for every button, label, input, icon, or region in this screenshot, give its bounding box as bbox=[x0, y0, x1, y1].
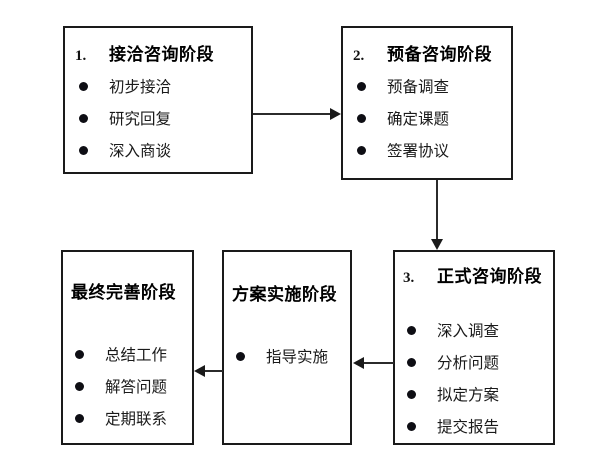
stage-box-5[interactable]: 最终完善阶段 总结工作 解答问题 定期联系 bbox=[61, 250, 194, 445]
stage-2-title: 预备咨询阶段 bbox=[387, 45, 492, 65]
spacer bbox=[353, 65, 511, 75]
stage-5-title-row: 最终完善阶段 bbox=[71, 278, 192, 303]
stage-3-item-0-label: 深入调查 bbox=[437, 322, 500, 340]
bullet-icon bbox=[403, 390, 437, 399]
stage-2-item-2-label: 签署协议 bbox=[387, 142, 450, 160]
stage-1-number: 1. bbox=[75, 48, 87, 64]
spacer bbox=[71, 365, 192, 375]
spacer bbox=[403, 405, 553, 415]
bullet-icon bbox=[75, 82, 109, 91]
bullet-icon bbox=[353, 114, 387, 123]
stage-5-item-1: 解答问题 bbox=[71, 375, 192, 397]
stage-2-number: 2. bbox=[353, 48, 365, 64]
stage-2-item-1: 确定课题 bbox=[353, 107, 511, 129]
stage-5-item-2-label: 定期联系 bbox=[105, 410, 168, 428]
stage-2-item-2: 签署协议 bbox=[353, 139, 511, 161]
stage-1-item-2-label: 深入商谈 bbox=[109, 142, 172, 160]
stage-box-4[interactable]: 方案实施阶段 指导实施 bbox=[222, 250, 352, 445]
bullet-icon bbox=[403, 326, 437, 335]
bullet-icon bbox=[71, 414, 105, 423]
spacer bbox=[71, 397, 192, 407]
spacer bbox=[232, 305, 350, 345]
spacer bbox=[71, 303, 192, 343]
connector-line-stage3-to-stage4 bbox=[364, 362, 394, 364]
bullet-icon bbox=[71, 382, 105, 391]
stage-2-title-row: 2. 预备咨询阶段 bbox=[353, 40, 511, 65]
stage-3-item-2: 拟定方案 bbox=[403, 383, 553, 405]
stage-3-item-2-label: 拟定方案 bbox=[437, 386, 500, 404]
spacer bbox=[403, 341, 553, 351]
stage-1-item-1: 研究回复 bbox=[75, 107, 251, 129]
stage-1-title: 接洽咨询阶段 bbox=[109, 45, 214, 65]
bullet-icon bbox=[353, 82, 387, 91]
stage-4-title-row: 方案实施阶段 bbox=[232, 280, 350, 305]
stage-3-title: 正式咨询阶段 bbox=[437, 267, 542, 287]
spacer bbox=[353, 129, 511, 139]
stage-1-item-0-label: 初步接洽 bbox=[109, 78, 172, 96]
stage-1-item-0: 初步接洽 bbox=[75, 75, 251, 97]
spacer bbox=[75, 129, 251, 139]
stage-3-item-3-label: 提交报告 bbox=[437, 418, 500, 436]
stage-2-item-0: 预备调查 bbox=[353, 75, 511, 97]
stage-3-item-0: 深入调查 bbox=[403, 319, 553, 341]
connector-line-stage1-to-stage2 bbox=[253, 113, 331, 115]
stage-4-title: 方案实施阶段 bbox=[232, 285, 337, 305]
stage-box-3[interactable]: 3. 正式咨询阶段 深入调查 分析问题 拟定方案 提交报告 bbox=[393, 250, 555, 445]
arrow-left-icon bbox=[353, 357, 364, 369]
stage-3-item-1: 分析问题 bbox=[403, 351, 553, 373]
spacer bbox=[403, 373, 553, 383]
connector-line-stage4-to-stage5 bbox=[205, 370, 223, 372]
spacer bbox=[75, 97, 251, 107]
stage-2-item-1-label: 确定课题 bbox=[387, 110, 450, 128]
stage-1-item-1-label: 研究回复 bbox=[109, 110, 172, 128]
bullet-icon bbox=[403, 358, 437, 367]
bullet-icon bbox=[353, 146, 387, 155]
bullet-icon bbox=[75, 146, 109, 155]
connector-line-stage2-to-stage3 bbox=[436, 180, 438, 240]
stage-5-item-1-label: 解答问题 bbox=[105, 378, 168, 396]
stage-3-item-3: 提交报告 bbox=[403, 415, 553, 437]
stage-5-item-0: 总结工作 bbox=[71, 343, 192, 365]
stage-3-title-row: 3. 正式咨询阶段 bbox=[403, 262, 553, 287]
stage-2-item-0-label: 预备调查 bbox=[387, 78, 450, 96]
bullet-icon bbox=[71, 350, 105, 359]
stage-1-title-row: 1. 接洽咨询阶段 bbox=[75, 40, 251, 65]
stage-3-number: 3. bbox=[403, 270, 415, 286]
stage-5-title: 最终完善阶段 bbox=[71, 283, 176, 303]
spacer bbox=[353, 97, 511, 107]
stage-4-item-0: 指导实施 bbox=[232, 345, 350, 367]
stage-box-2[interactable]: 2. 预备咨询阶段 预备调查 确定课题 签署协议 bbox=[341, 26, 513, 180]
spacer bbox=[403, 287, 553, 319]
bullet-icon bbox=[403, 422, 437, 431]
spacer bbox=[75, 65, 251, 75]
stage-4-item-0-label: 指导实施 bbox=[266, 348, 329, 366]
arrow-right-icon bbox=[330, 108, 341, 120]
stage-box-1[interactable]: 1. 接洽咨询阶段 初步接洽 研究回复 深入商谈 bbox=[63, 26, 253, 174]
bullet-icon bbox=[232, 352, 266, 361]
stage-3-item-1-label: 分析问题 bbox=[437, 354, 500, 372]
stage-5-item-0-label: 总结工作 bbox=[105, 346, 168, 364]
stage-5-item-2: 定期联系 bbox=[71, 407, 192, 429]
stage-1-item-2: 深入商谈 bbox=[75, 139, 251, 161]
arrow-down-icon bbox=[431, 239, 443, 250]
bullet-icon bbox=[75, 114, 109, 123]
arrow-left-icon bbox=[194, 365, 205, 377]
